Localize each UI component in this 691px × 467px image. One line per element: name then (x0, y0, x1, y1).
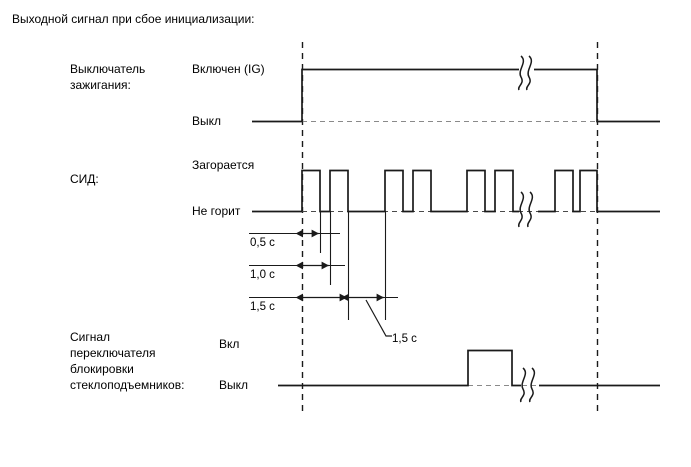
waveform-led (252, 169, 660, 228)
leader-line-1-5s (365, 299, 392, 337)
signal-state-led-low: Не горит (192, 204, 241, 218)
break-symbol-led (517, 191, 534, 228)
signal-state-led-high: Загорается (192, 158, 255, 172)
signal-group-label-lock-line-4: стеклоподъемников: (70, 378, 185, 392)
signal-group-label-led: СИД: (70, 172, 99, 186)
break-symbol-lock (519, 367, 536, 403)
measurement-annotations (249, 211, 398, 337)
signal-group-label-lock-line-1: Сигнал (70, 330, 111, 344)
signal-group-label-ignition-line-2: зажигания: (70, 78, 131, 92)
signal-state-lock-high: Вкл (219, 337, 240, 351)
leader-label-1-5s: 1,5 с (392, 333, 417, 345)
page-title: Выходной сигнал при сбое инициализации: (12, 12, 255, 26)
waveform-trace-led-after-break (538, 169, 660, 213)
signal-group-label-lock-line-3: блокировки (70, 362, 134, 376)
waveform-trace-lock-before-break (278, 349, 521, 387)
signal-group-label-lock-line-2: переключателя (70, 346, 156, 360)
waveform-trace-ignition (252, 68, 660, 123)
waveform-trace-led-before-break (301, 169, 519, 213)
measurement-label-0-5s: 0,5 с (250, 237, 275, 249)
signal-state-ignition-high: Включен (IG) (192, 62, 265, 76)
waveform-ignition (252, 55, 660, 123)
signal-state-lock-low: Выкл (219, 378, 249, 392)
signal-state-ignition-low: Выкл (192, 114, 222, 128)
signal-group-label-ignition-line-1: Выключатель (70, 62, 146, 76)
break-symbol-ignition (517, 55, 533, 91)
waveform-window-lock-switch (278, 349, 660, 403)
measurement-label-1-0s: 1,0 с (250, 269, 275, 281)
measurement-label-1-5s: 1,5 с (250, 301, 275, 313)
